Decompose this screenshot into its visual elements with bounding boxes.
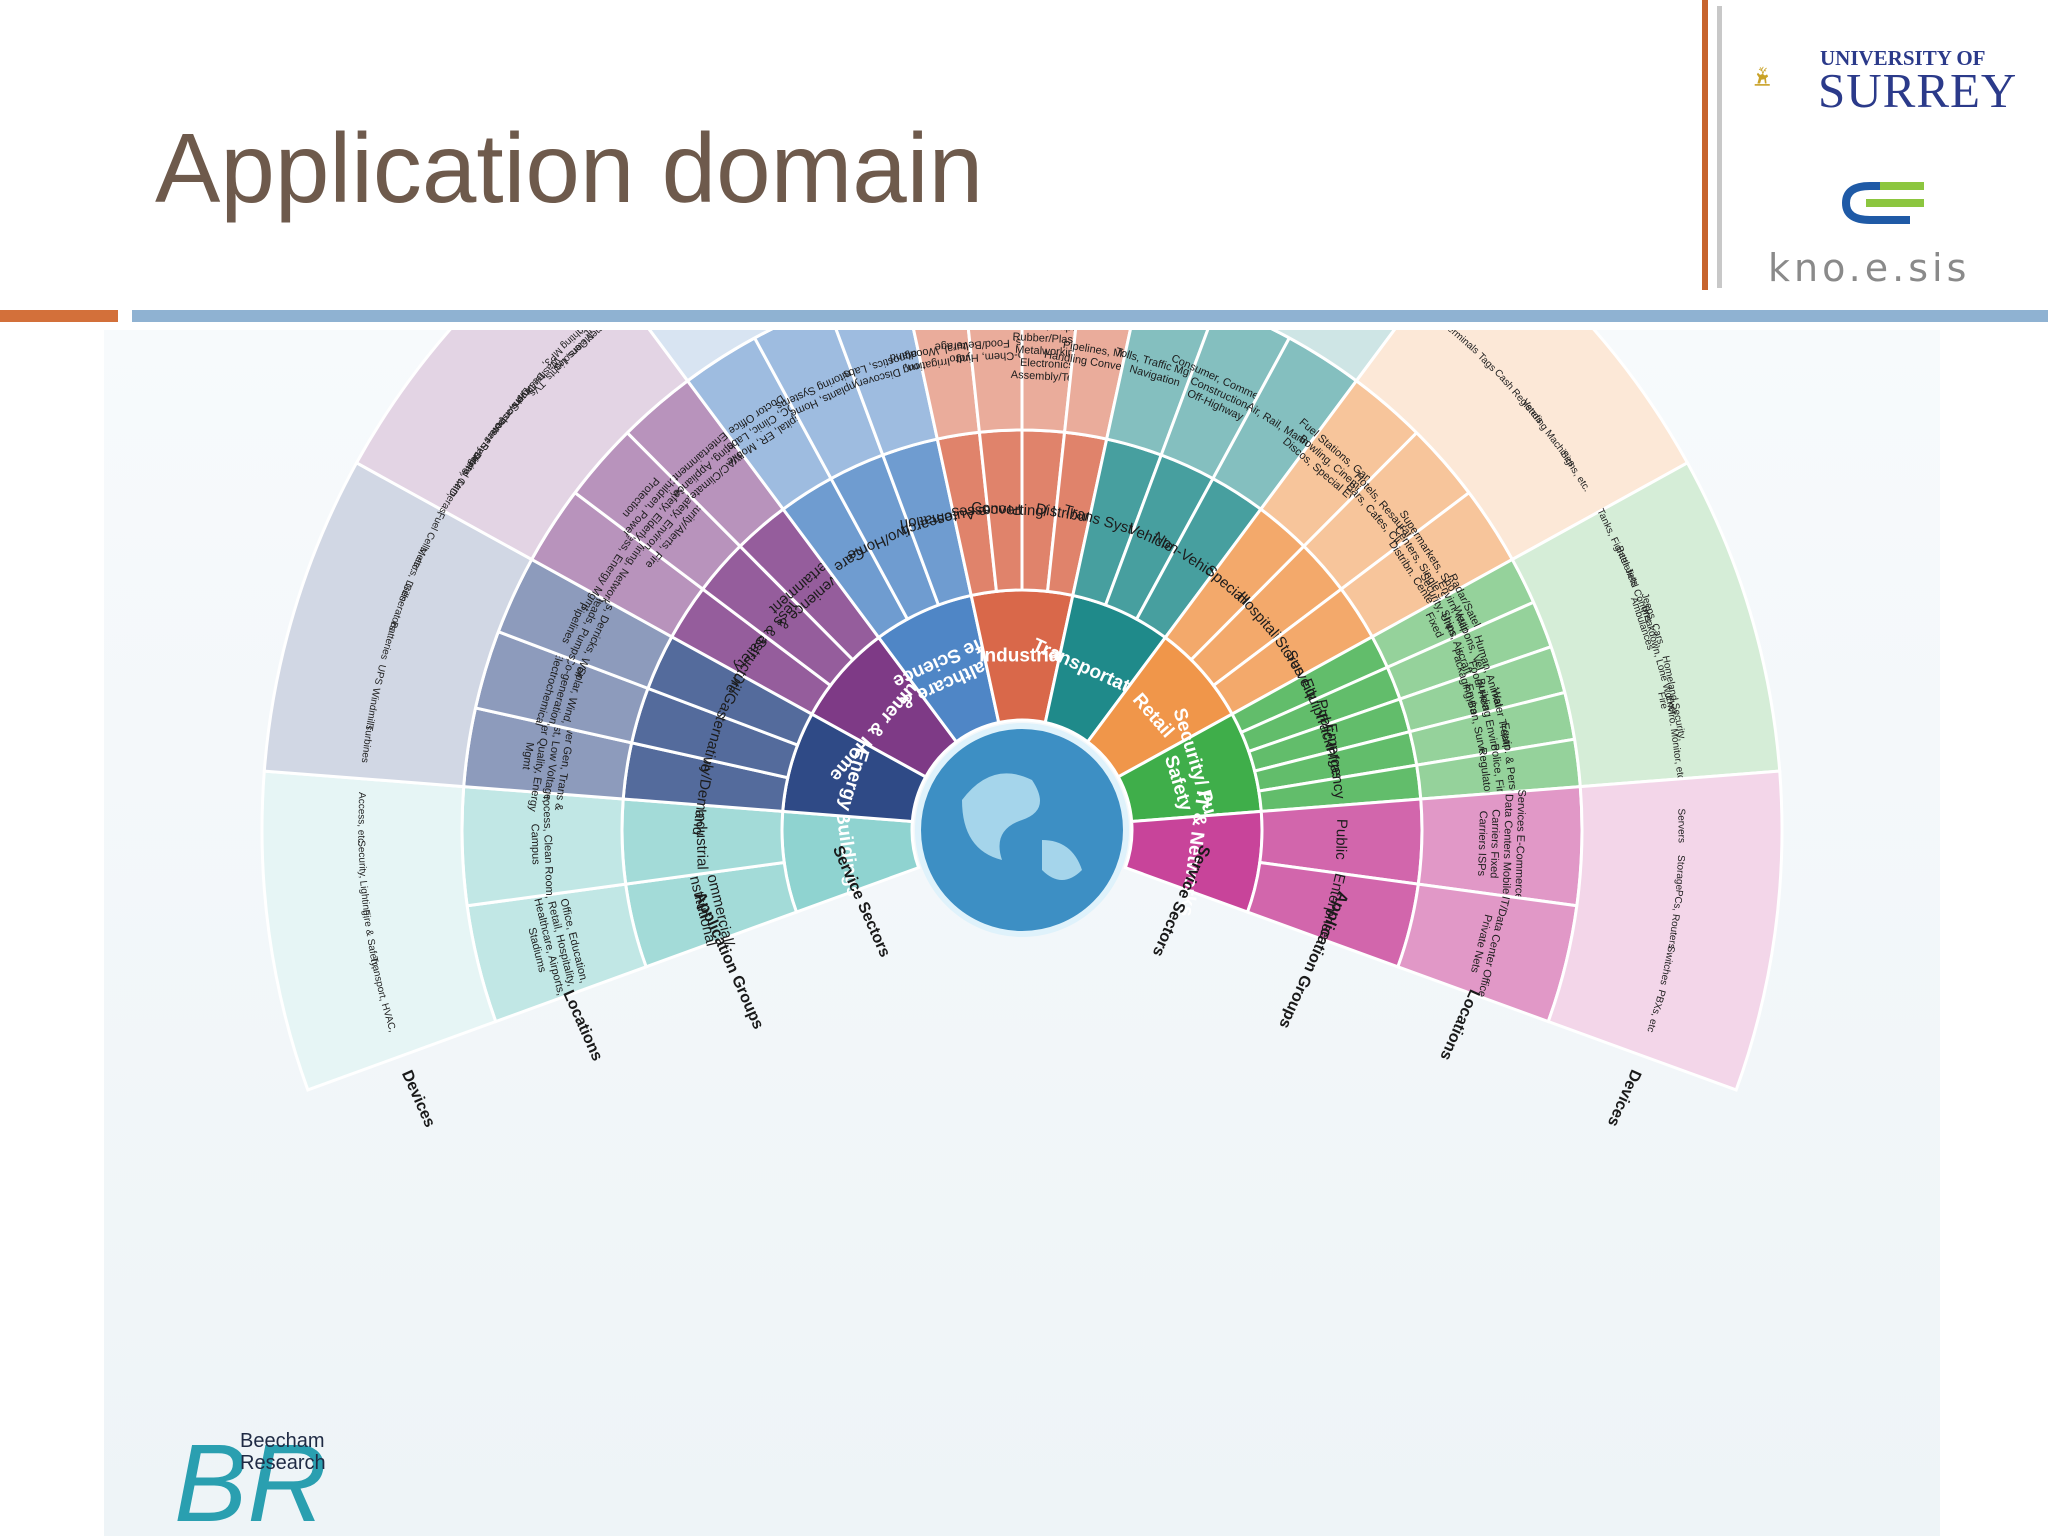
vertical-divider-orange [1702,0,1708,290]
devices-consumer-home [354,330,690,562]
location-label-buildings-1: Process, Clean Room,Campus [527,789,555,900]
group-label-buildings-1: Industrial [692,809,711,870]
devices-it-networks [1546,769,1784,1092]
group-label-it-networks-0: Public [1332,819,1350,861]
device-label-it-networks-1: Storage [1673,855,1686,891]
globe-land [962,773,1082,880]
device-label-buildings-5: Access, etc. [355,792,367,846]
knoesis-logo-text: kno.e.sis [1768,246,1971,290]
vertical-divider-gray [1717,6,1722,288]
iot-wheel: BuildingsCommercial/InstitutionalIndustr… [260,330,1784,1130]
horizontal-rule-blue [132,310,2048,322]
br-monogram: BR [174,1425,327,1535]
beecham-line1: Beecham [240,1430,325,1452]
sector-label-industrial: Industrial [979,646,1065,667]
location-label-industrial-2: Metals, Paper,Rubber/PlasticMetalworking… [1010,330,1085,385]
ring-label-right-2: Locations [1436,987,1482,1063]
beecham-research-logo: BR [174,1425,327,1535]
device-label-energy-2: UPS [372,663,388,686]
iot-diagram: The Internet of Things BuildingsCommerci… [104,330,1940,1536]
knoesis-e-icon [1841,182,1924,224]
ring-label-left-0: Devices [398,1068,438,1130]
device-label-energy-0: Turbines [359,724,375,764]
ring-label-right-3: Devices [1604,1067,1644,1129]
slide-title: Application domain [155,113,984,223]
device-label-buildings-3: Lighting, [357,880,372,919]
surrey-stag-icon [1754,66,1770,86]
globe-icon [915,723,1129,937]
device-label-buildings-4: Security, [355,840,368,879]
ring-label-left-1: Locations [559,988,605,1064]
devices-healthcare-life-science [647,330,774,383]
device-label-it-networks-0: Servers [1675,808,1686,843]
surrey-logo-line2: SURREY [1818,63,2018,118]
beecham-line2: Research [240,1452,326,1474]
location-label-it-networks-0: Services E-CommerceData Centers MobileCa… [1474,788,1527,899]
horizontal-rule-orange [0,310,118,322]
surrey-logo-line1: UNIVERSITY OF [1820,46,1986,70]
devices-buildings [260,769,498,1092]
